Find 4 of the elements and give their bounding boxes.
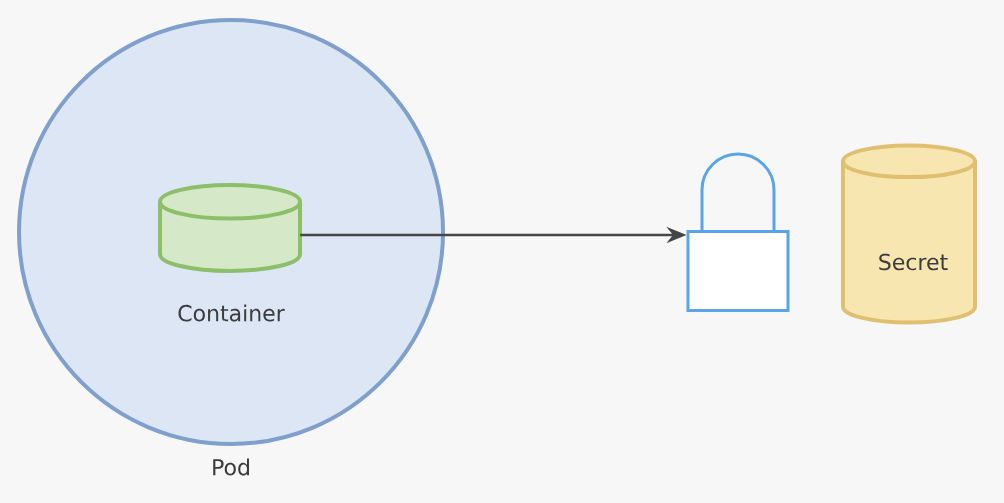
padlock-icon [686, 152, 790, 312]
node-label: Pod [213, 458, 249, 476]
node-label: Secret [879, 253, 948, 271]
node-label: Container [178, 304, 285, 322]
